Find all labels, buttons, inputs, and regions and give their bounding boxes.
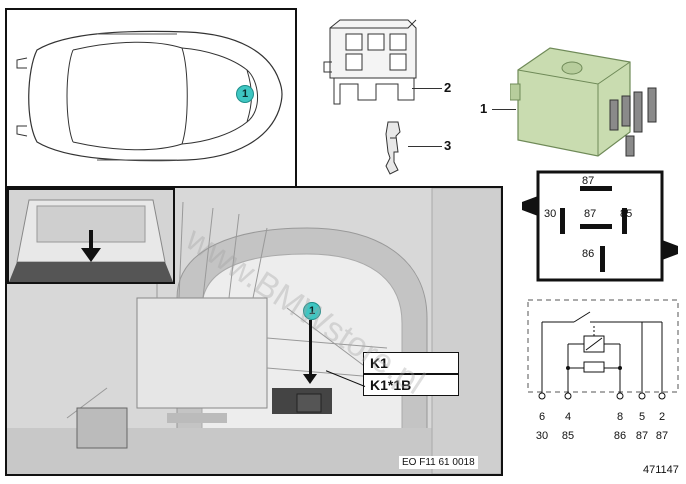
schematic-pin-5-b: 87 (655, 430, 669, 442)
part-number-socket: 2 (444, 80, 452, 95)
relay-drawing (510, 47, 657, 157)
part-number-relay: 1 (480, 101, 488, 116)
schematic-pin-2-b: 85 (561, 430, 575, 442)
schematic-pin-2-a: 4 (564, 411, 572, 423)
schematic-pin-1-b: 30 (535, 430, 549, 442)
schematic-pin-1-a: 6 (538, 411, 546, 423)
relay-pin-layout (522, 170, 678, 282)
relay-socket-drawing (323, 19, 417, 105)
schematic-pin-5-a: 2 (658, 411, 666, 423)
arrow-to-relay (309, 320, 312, 376)
schematic-pin-4-b: 87 (635, 430, 649, 442)
leader-terminal (408, 146, 442, 147)
callout-photo-position: 1 (303, 302, 321, 320)
leader-socket (412, 88, 442, 89)
relay-circuit-schematic (527, 299, 679, 400)
installation-photo-panel: 1 K1 K1*1B EO F11 61 0018 (5, 186, 503, 476)
part-number-terminal: 3 (444, 138, 452, 153)
pin-label-86: 86 (582, 248, 595, 260)
label-k1: K1 (363, 352, 459, 374)
pin-label-30: 30 (544, 208, 557, 220)
pin-label-85: 85 (620, 208, 633, 220)
label-k1b: K1*1B (363, 374, 459, 396)
schematic-pin-3-a: 8 (616, 411, 624, 423)
car-topview-panel: 1 (5, 8, 297, 188)
trunk-inset (7, 188, 175, 284)
arrow-head (303, 374, 317, 384)
car-outline (16, 30, 283, 162)
callout-car-position: 1 (236, 85, 254, 103)
trunk-illustration (9, 190, 173, 282)
schematic-pin-3-b: 86 (613, 430, 627, 442)
pin-label-87-center: 87 (584, 208, 597, 220)
pin-label-87-top: 87 (582, 175, 595, 187)
document-number: 471147 (643, 464, 679, 476)
photo-caption: EO F11 61 0018 (399, 456, 478, 469)
terminal-drawing (385, 121, 401, 175)
leader-relay (492, 109, 516, 110)
schematic-pin-4-a: 5 (638, 411, 646, 423)
photo-illustration (7, 188, 501, 474)
